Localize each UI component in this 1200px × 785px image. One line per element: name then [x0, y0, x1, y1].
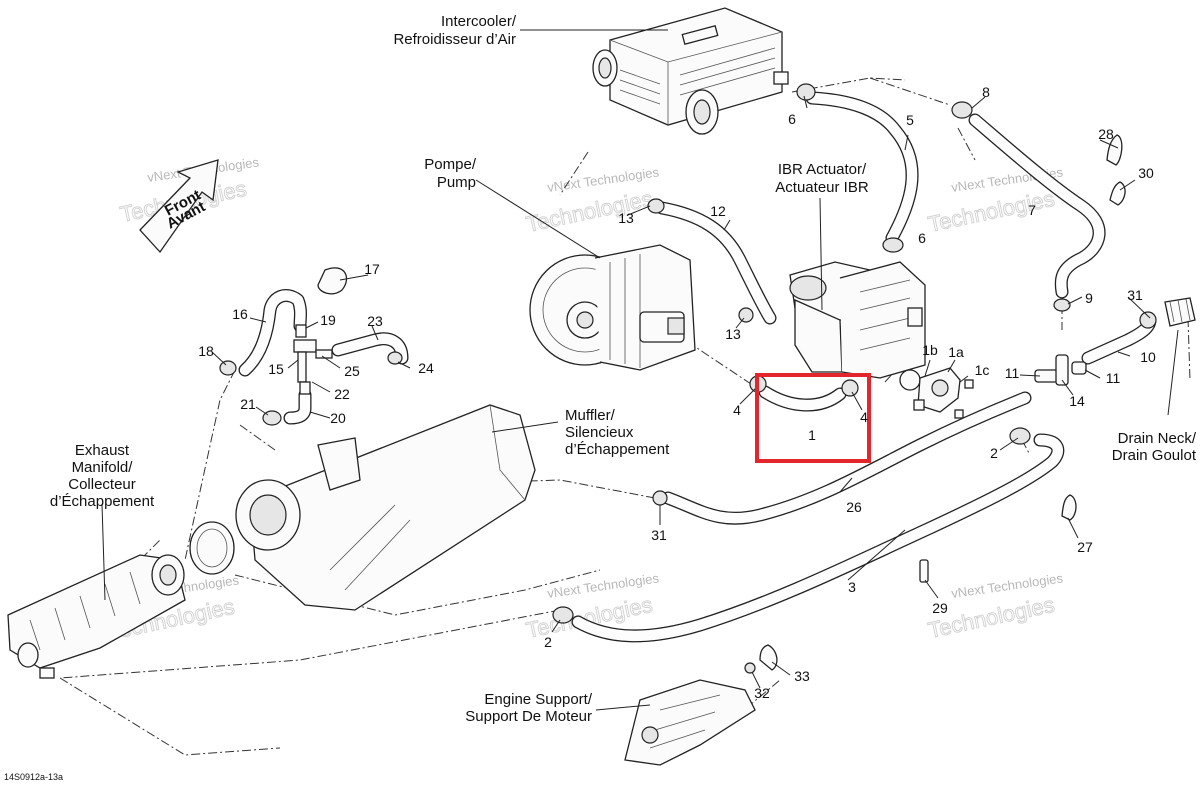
- callout-28: 28: [1098, 126, 1114, 142]
- engine-support-label-fr: Support De Moteur: [465, 708, 592, 725]
- callout-13-bottom: 13: [725, 326, 741, 342]
- drain-neck-label: Drain Neck/: [1118, 430, 1197, 447]
- ibr-actuator-label: IBR Actuator/: [778, 161, 867, 178]
- callout-1a: 1a: [948, 344, 964, 360]
- callout-22: 22: [334, 386, 350, 402]
- exhaust-manifold-label: Exhaust: [75, 442, 130, 459]
- intercooler-part: [592, 7, 789, 135]
- callout-11-left: 11: [1005, 365, 1020, 381]
- exhaust-clamp-part: [189, 521, 235, 575]
- muffler-label-fr-2: d’Échappement: [565, 441, 670, 458]
- callout-14: 14: [1069, 393, 1085, 409]
- ibr-actuator-part: [789, 261, 926, 379]
- engine-support-part: [624, 679, 756, 766]
- callout-2-right: 2: [990, 445, 998, 461]
- callout-15: 15: [268, 361, 284, 377]
- pump-label-fr: Pompe/: [424, 156, 477, 173]
- highlight-box-part-1: [755, 373, 871, 463]
- callout-25: 25: [344, 363, 360, 379]
- callout-6-top: 6: [788, 111, 796, 127]
- callout-31-right: 31: [1127, 287, 1143, 303]
- callout-4-left: 4: [733, 402, 741, 418]
- watermark-big-2: Technologies: [524, 186, 655, 237]
- callout-32: 32: [754, 685, 770, 701]
- watermark-big-3: Technologies: [926, 186, 1057, 237]
- callout-1c: 1c: [975, 362, 990, 378]
- callout-18: 18: [198, 343, 214, 359]
- engine-support-label: Engine Support/: [484, 691, 592, 708]
- title-labels: Intercooler/ Refroidisseur d’Air Pompe/ …: [50, 13, 1197, 725]
- leader-lines: [101, 29, 1179, 711]
- callout-5: 5: [906, 112, 914, 128]
- callout-24: 24: [418, 360, 434, 376]
- callout-19: 19: [320, 312, 336, 328]
- callout-30: 30: [1138, 165, 1154, 181]
- exhaust-manifold-label-fr-2: d’Échappement: [50, 493, 155, 510]
- callout-6-mid: 6: [918, 230, 926, 246]
- callout-2-left: 2: [544, 634, 552, 650]
- callout-1: 1: [808, 427, 816, 443]
- muffler-part: [235, 404, 536, 611]
- callout-21: 21: [240, 396, 256, 412]
- callout-numbers: 1 1a 1b 1c 2 2 3 4 4 5 6 6 7 8 9 10 11 1…: [198, 84, 1156, 701]
- callout-9: 9: [1085, 290, 1093, 306]
- callout-12: 12: [710, 203, 726, 219]
- callout-1b: 1b: [922, 342, 938, 358]
- callout-13-top: 13: [618, 210, 634, 226]
- callout-27: 27: [1077, 539, 1093, 555]
- callout-3: 3: [848, 579, 856, 595]
- callout-23: 23: [367, 313, 383, 329]
- callout-33: 33: [794, 668, 810, 684]
- callout-8: 8: [982, 84, 990, 100]
- exhaust-manifold-part: [7, 554, 186, 679]
- muffler-label-fr: Silencieux: [565, 424, 634, 441]
- intercooler-label: Intercooler/: [441, 13, 517, 30]
- pump-label: Pump: [437, 174, 476, 191]
- callout-16: 16: [232, 306, 248, 322]
- pump-part: [529, 244, 696, 371]
- callout-20: 20: [330, 410, 346, 426]
- exhaust-manifold-label-fr: Collecteur: [68, 476, 136, 493]
- drain-neck-label-fr: Drain Goulot: [1112, 447, 1197, 464]
- outlet-fitting-part: [899, 367, 974, 419]
- callout-10: 10: [1140, 349, 1156, 365]
- callout-31-bottom: 31: [651, 527, 667, 543]
- callout-29: 29: [932, 600, 948, 616]
- callout-7: 7: [1028, 202, 1036, 218]
- callout-11-right: 11: [1106, 370, 1121, 386]
- clamps: [219, 83, 1196, 674]
- callout-4-right: 4: [860, 409, 868, 425]
- muffler-label: Muffler/: [565, 407, 616, 424]
- intercooler-label-fr: Refroidisseur d’Air: [393, 31, 516, 48]
- exhaust-manifold-label-2: Manifold/: [72, 459, 134, 476]
- ibr-actuator-label-fr: Actuateur IBR: [775, 179, 869, 196]
- callout-17: 17: [364, 261, 380, 277]
- drawing-code: 14S0912a-13a: [4, 772, 63, 782]
- callout-26: 26: [846, 499, 862, 515]
- hoses: [238, 91, 1157, 643]
